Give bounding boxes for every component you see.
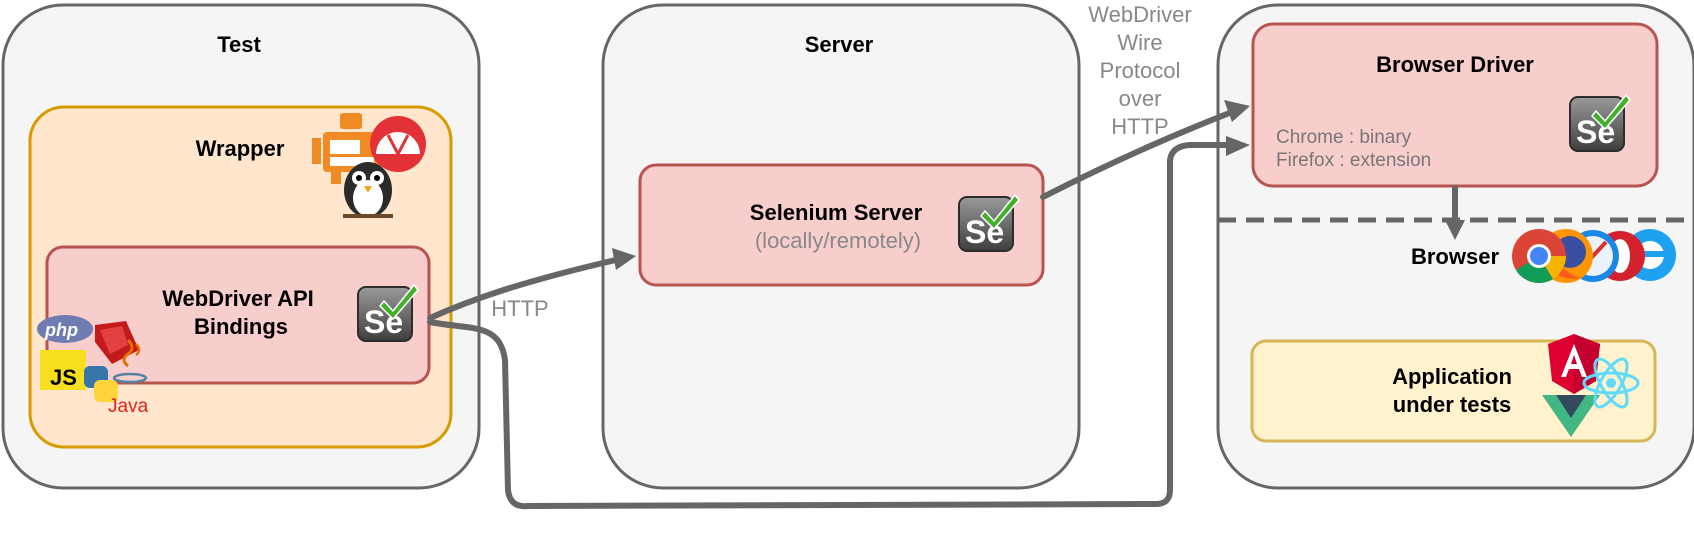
bindings-label-line2: Bindings [194, 314, 288, 339]
selenium-logo-icon [958, 194, 1020, 252]
test-container-label: Test [217, 32, 261, 57]
app-label-line1: Application [1392, 364, 1512, 389]
selenium-logo-icon [357, 284, 419, 342]
selenium-logo-icon [1569, 94, 1631, 152]
browser-label: Browser [1411, 244, 1499, 269]
owl-icon [343, 162, 393, 218]
php-icon: php [37, 315, 93, 343]
wire-protocol-arrowhead [1224, 100, 1250, 122]
svg-text:JS: JS [50, 365, 77, 390]
wire-label-line3: Protocol [1100, 58, 1181, 83]
http-connector [427, 256, 623, 321]
wire-label-line5: HTTP [1111, 114, 1168, 139]
driver-browser-arrowhead [1445, 220, 1465, 240]
selenium-server-box [638, 163, 1045, 287]
bindings-label-line1: WebDriver API [162, 286, 314, 311]
vue-icon [1542, 395, 1600, 437]
python-icon [84, 366, 118, 402]
wire-label-line4: over [1119, 86, 1162, 111]
react-icon [1582, 357, 1640, 409]
svg-text:php: php [44, 320, 78, 340]
browser-driver-chrome: Chrome : binary [1276, 127, 1412, 148]
wire-protocol-connector [1040, 109, 1235, 200]
js-icon: JS [40, 350, 86, 390]
direct-arrowhead [1226, 136, 1250, 156]
browser-driver-firefox: Firefox : extension [1276, 150, 1431, 171]
selenium-server-sublabel: (locally/remotely) [755, 228, 921, 253]
http-arrowhead [612, 248, 636, 270]
protractor-icon [370, 116, 426, 172]
java-icon: Java [108, 338, 149, 417]
selenium-server-label: Selenium Server [750, 200, 923, 225]
chrome-icon [1512, 229, 1566, 283]
browser-driver-title: Browser Driver [1376, 52, 1534, 77]
server-container-label: Server [805, 32, 874, 57]
app-label-line2: under tests [1393, 392, 1512, 417]
wire-label-line1: WebDriver [1088, 2, 1192, 27]
wire-label-line2: Wire [1117, 30, 1162, 55]
robot-icon [312, 113, 381, 184]
direct-connector [427, 142, 1235, 510]
wrapper-label: Wrapper [196, 136, 285, 161]
http-label: HTTP [491, 296, 548, 321]
svg-text:Java: Java [108, 396, 149, 417]
bindings-box [45, 245, 431, 385]
